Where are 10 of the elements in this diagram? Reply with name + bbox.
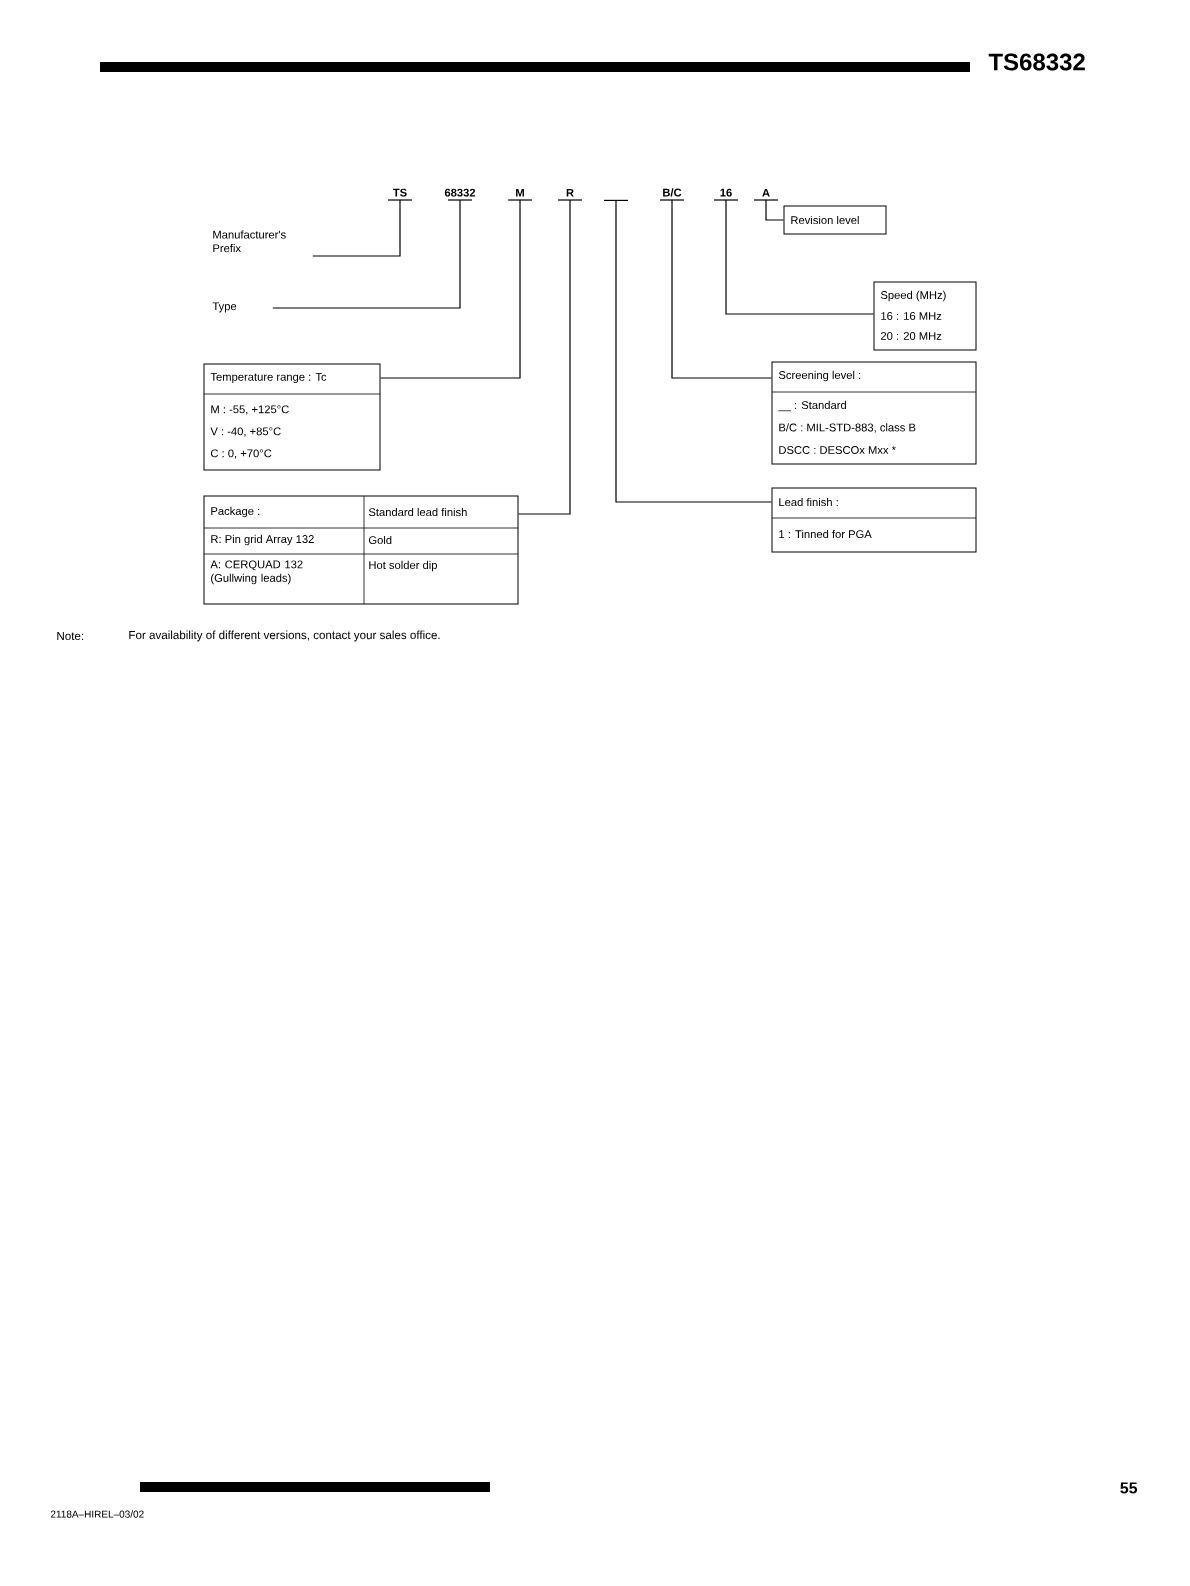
connector-line xyxy=(272,199,461,309)
page-number: 55 xyxy=(1120,1482,1138,1494)
connector-line xyxy=(671,199,773,379)
connector-line xyxy=(379,199,521,379)
connector-line xyxy=(765,199,785,221)
connector-line xyxy=(517,199,571,515)
page-heading: TS68332 xyxy=(988,53,1085,71)
connector-line xyxy=(725,199,875,315)
connector-line xyxy=(312,199,401,257)
connector-line xyxy=(615,199,773,503)
